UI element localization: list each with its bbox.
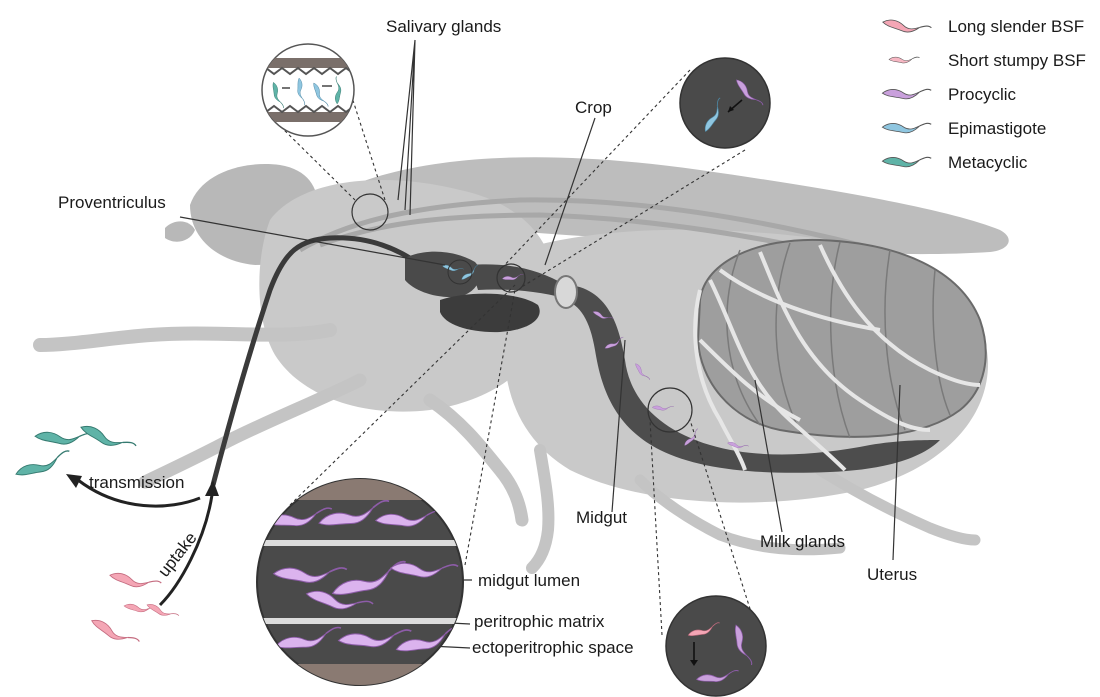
label-uterus: Uterus (867, 565, 917, 584)
legend: Long slender BSF Short stumpy BSF Procycli… (882, 12, 1086, 172)
label-salivary-glands: Salivary glands (386, 17, 501, 36)
label-midgut-lumen: midgut lumen (478, 571, 580, 590)
epimastigote-icon (882, 117, 931, 136)
gut-sphincter (555, 276, 577, 308)
metacyclic-group (13, 417, 136, 477)
legend-label: Procyclic (948, 85, 1017, 104)
proventriculus-zoom (680, 58, 770, 148)
label-milk-glands: Milk glands (760, 532, 845, 551)
short-stumpy-bsf-icon (889, 53, 920, 65)
legend-item: Short stumpy BSF (889, 51, 1086, 70)
label-ectoperitrophic-space: ectoperitrophic space (472, 638, 634, 657)
long-slender-bsf-icon (882, 12, 932, 39)
legend-label: Long slender BSF (948, 17, 1084, 36)
label-proventriculus: Proventriculus (58, 193, 166, 212)
legend-label: Short stumpy BSF (948, 51, 1086, 70)
midgut-section-zoom (250, 478, 470, 686)
fly-leg (145, 380, 360, 482)
fly-antenna (165, 221, 195, 241)
fly-leg (430, 400, 522, 520)
fly-leg (532, 450, 548, 568)
legend-label: Epimastigote (948, 119, 1046, 138)
label-crop: Crop (575, 98, 612, 117)
legend-label: Metacyclic (948, 153, 1028, 172)
label-midgut: Midgut (576, 508, 627, 527)
label-transmission: transmission (89, 473, 184, 492)
legend-item: Metacyclic (882, 151, 1028, 172)
salivary-gland-zoom (250, 44, 370, 136)
legend-item: Epimastigote (882, 117, 1046, 138)
legend-item: Long slender BSF (882, 12, 1084, 39)
label-peritrophic-matrix: peritrophic matrix (474, 612, 605, 631)
fly-leg (820, 470, 975, 540)
differentiation-zoom (666, 596, 766, 696)
procyclic-icon (882, 83, 931, 102)
uterus (698, 240, 986, 438)
metacyclic-icon (882, 151, 931, 170)
legend-item: Procyclic (882, 83, 1017, 104)
